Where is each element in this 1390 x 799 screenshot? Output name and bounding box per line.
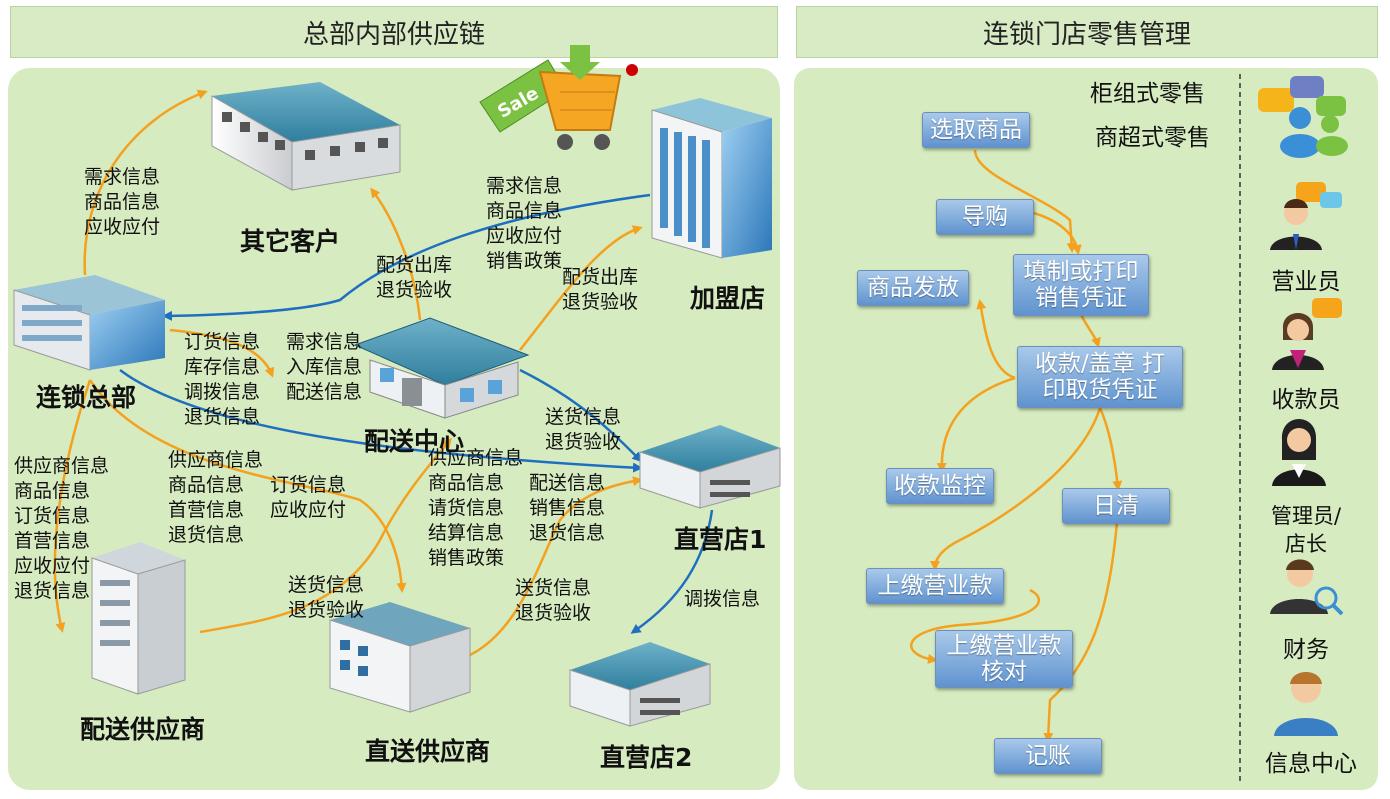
manager-avatar bbox=[1272, 419, 1326, 486]
node-distribution-center: 配送中心 bbox=[364, 427, 465, 456]
distribution-supplier-building bbox=[91, 542, 186, 695]
role-salesperson: 营业员 bbox=[1271, 269, 1341, 295]
left-section-header: 总部内部供应链 bbox=[10, 6, 778, 58]
step-fill-receipt: 填制或打印 销售凭证 bbox=[1013, 254, 1149, 316]
label-transfer: 调拨信息 bbox=[684, 588, 761, 610]
label-shipping-1: 送货信息 退货验收 bbox=[288, 574, 365, 621]
label-hq-to-supplier: 供应商信息 商品信息 订货信息 首营信息 应收应付 退货信息 bbox=[14, 455, 110, 602]
step-daily-clear: 日清 bbox=[1062, 488, 1170, 524]
blue-flow-arrows bbox=[119, 193, 714, 634]
label-store-info: 配送信息 销售信息 退货信息 bbox=[529, 472, 606, 544]
retail-panel bbox=[794, 68, 1378, 790]
role-it-center: 信息中心 bbox=[1265, 751, 1357, 777]
left-header-title: 总部内部供应链 bbox=[302, 19, 485, 50]
node-distribution-supplier: 配送供应商 bbox=[80, 715, 206, 744]
it-center-avatar bbox=[1274, 672, 1338, 736]
direct-store-2-building bbox=[569, 642, 711, 727]
step-bookkeeping: 记账 bbox=[994, 738, 1102, 774]
label-dc-to-direct: 送货信息 退货验收 bbox=[545, 406, 622, 453]
right-section-header: 连锁门店零售管理 bbox=[796, 6, 1378, 58]
hq-building bbox=[13, 275, 165, 371]
label-hq-to-other: 需求信息 商品信息 应收应付 bbox=[84, 166, 161, 238]
label-order-payment: 订货信息 应收应付 bbox=[270, 474, 347, 521]
retail-flow-arrows bbox=[910, 149, 1123, 743]
label-dc-outbound-1: 配货出库 退货验收 bbox=[376, 254, 453, 301]
step-payment-monitor: 收款监控 bbox=[886, 468, 994, 504]
node-other-customer: 其它客户 bbox=[240, 227, 341, 256]
role-cashier: 收款员 bbox=[1271, 387, 1341, 413]
role-finance: 财务 bbox=[1283, 637, 1329, 663]
node-direct-store-2: 直营店2 bbox=[600, 743, 693, 772]
retail-mode-counter: 柜组式零售 bbox=[1090, 81, 1205, 107]
label-supplier-info: 供应商信息 商品信息 首营信息 退货信息 bbox=[168, 449, 264, 546]
label-direct-info: 供应商信息 商品信息 请货信息 结算信息 销售政策 bbox=[428, 447, 524, 569]
label-dc-to-hq: 需求信息 入库信息 配送信息 bbox=[286, 331, 363, 403]
step-verify-revenue: 上缴营业款 核对 bbox=[935, 630, 1073, 688]
step-submit-revenue: 上缴营业款 bbox=[866, 568, 1004, 604]
info-chat-icon bbox=[1258, 76, 1348, 158]
step-guide: 导购 bbox=[936, 199, 1034, 235]
retail-mode-supermarket: 商超式零售 bbox=[1095, 125, 1210, 151]
salesperson-avatar bbox=[1270, 182, 1342, 250]
node-direct-supplier: 直送供应商 bbox=[365, 737, 491, 766]
other-customer-building bbox=[211, 82, 401, 191]
label-hq-to-dc: 订货信息 库存信息 调拨信息 退货信息 bbox=[184, 331, 261, 428]
sale-cart-icon: Sale bbox=[479, 45, 638, 150]
role-manager: 管理员/ 店长 bbox=[1270, 504, 1342, 556]
node-franchise: 加盟店 bbox=[690, 284, 766, 313]
node-hq: 连锁总部 bbox=[36, 383, 137, 412]
direct-store-1-building bbox=[639, 425, 781, 509]
step-deliver-goods: 商品发放 bbox=[857, 270, 969, 306]
direct-supplier-building bbox=[329, 602, 471, 713]
step-collect-stamp: 收款/盖章 打 印取货凭证 bbox=[1017, 346, 1183, 408]
franchise-building bbox=[651, 98, 772, 259]
finance-avatar bbox=[1270, 559, 1344, 616]
step-select-goods: 选取商品 bbox=[922, 112, 1030, 148]
distribution-center-building bbox=[353, 317, 530, 419]
label-dc-outbound-2: 配货出库 退货验收 bbox=[562, 266, 639, 313]
right-header-title: 连锁门店零售管理 bbox=[982, 19, 1191, 50]
label-franchise-info: 需求信息 商品信息 应收应付 销售政策 bbox=[486, 175, 563, 272]
orange-flow-arrows bbox=[53, 89, 643, 657]
label-shipping-2: 送货信息 退货验收 bbox=[515, 577, 592, 624]
node-direct-store-1: 直营店1 bbox=[674, 525, 767, 554]
cashier-avatar bbox=[1272, 298, 1342, 370]
